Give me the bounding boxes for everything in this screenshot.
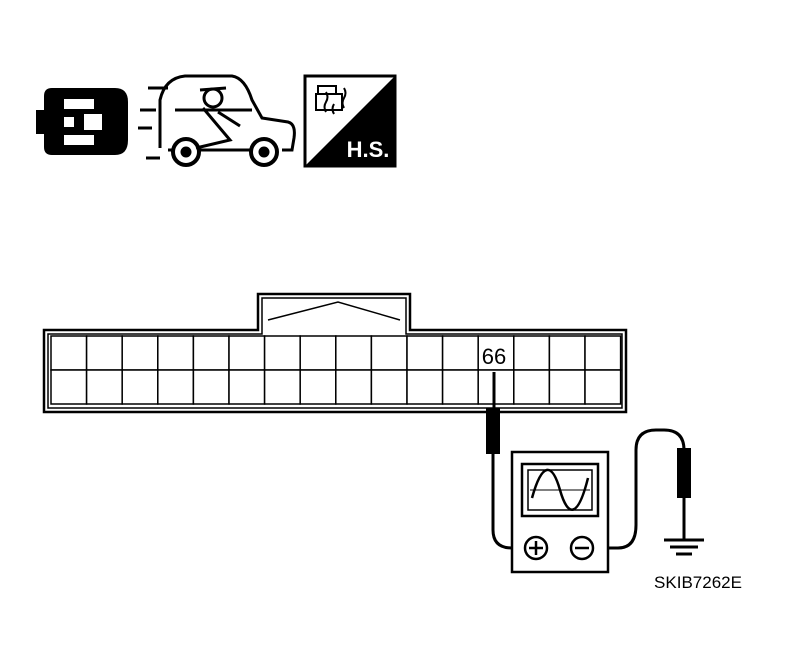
terminal-cavity <box>477 369 515 405</box>
terminal-cavity <box>50 335 88 371</box>
terminal-cavity <box>85 335 123 371</box>
positive-terminal-icon <box>523 535 549 561</box>
terminal-cavity <box>192 335 230 371</box>
negative-terminal-icon <box>569 535 595 561</box>
vehicle-driving-icon <box>138 74 296 167</box>
terminal-cavity <box>548 369 586 405</box>
oscilloscope-icon <box>510 450 610 574</box>
terminal-cavity <box>370 369 408 405</box>
ground-symbol-icon <box>664 538 704 556</box>
terminal-cavity <box>192 369 230 405</box>
terminal-cavity <box>121 335 159 371</box>
terminal-cavity <box>441 369 479 405</box>
terminal-cavity <box>157 335 195 371</box>
terminal-cavity <box>477 335 515 371</box>
hot-soak-icon: H.S. <box>303 74 397 168</box>
hot-soak-label: H.S. <box>347 137 390 162</box>
terminal-66-label: 66 <box>482 344 506 369</box>
connector-housing <box>42 292 628 414</box>
terminal-cavity <box>513 369 551 405</box>
terminal-cavity <box>335 369 373 405</box>
negative-probe-lead <box>594 428 691 550</box>
terminal-cavity <box>263 369 301 405</box>
terminal-cavity <box>335 335 373 371</box>
terminal-cavity <box>85 369 123 405</box>
terminal-cavity <box>299 335 337 371</box>
terminal-cavity <box>513 335 551 371</box>
terminal-cavity <box>228 335 266 371</box>
terminal-grid <box>50 335 622 405</box>
terminal-cavity <box>299 369 337 405</box>
figure-id: SKIB7262E <box>654 573 742 592</box>
terminal-cavity <box>228 369 266 405</box>
terminal-cavity <box>584 335 622 371</box>
terminal-cavity <box>406 335 444 371</box>
terminal-cavity <box>548 335 586 371</box>
terminal-cavity <box>263 335 301 371</box>
terminal-cavity <box>50 369 88 405</box>
terminal-cavity <box>406 369 444 405</box>
terminal-cavity <box>441 335 479 371</box>
terminal-cavity <box>157 369 195 405</box>
connector-plug-icon <box>36 88 128 155</box>
terminal-cavity <box>121 369 159 405</box>
terminal-cavity <box>370 335 408 371</box>
terminal-cavity <box>584 369 622 405</box>
